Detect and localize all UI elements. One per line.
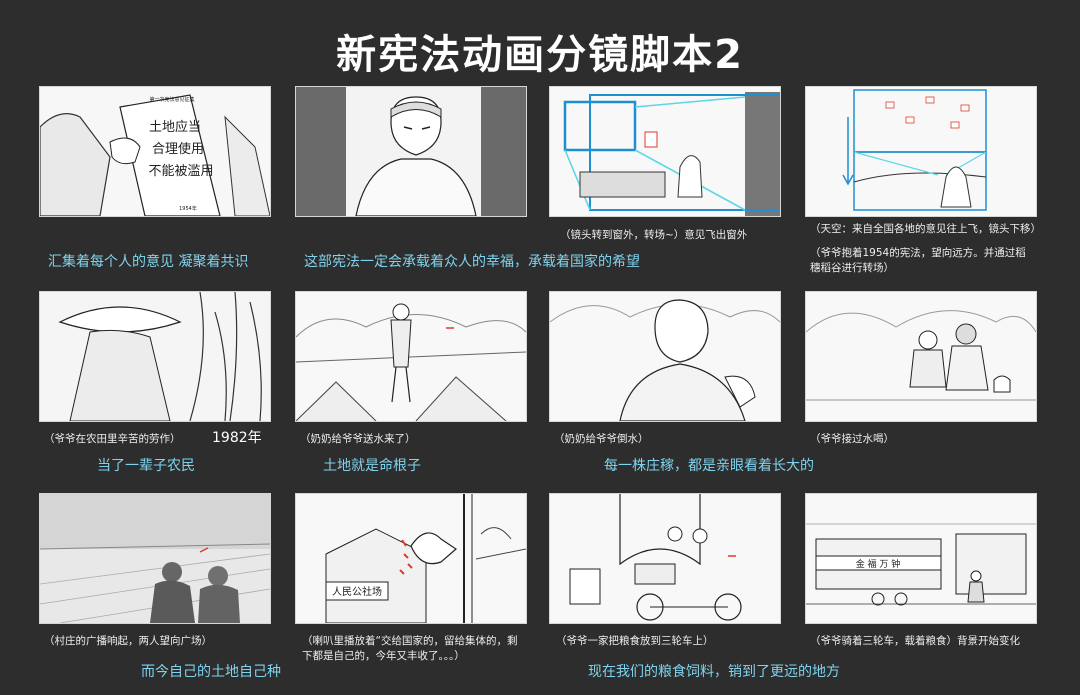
panel-8-note: （爷爷接过水喝） xyxy=(810,433,894,445)
panel-10-note: （喇叭里播放着“交给国家的，留给集体的，剩下都是自己的，今年又丰收了。。。） xyxy=(302,635,518,662)
doc-header: 第一次宪法意见征集 xyxy=(149,96,194,103)
doc-footer: 1954年 xyxy=(179,205,197,212)
caption-6: 而今自己的土地自己种 xyxy=(141,664,281,680)
panel-5-drawing xyxy=(40,292,270,421)
doc-line-1: 土地应当 xyxy=(149,119,201,135)
panel-1-drawing: 第一次宪法意见征集 土地应当 合理使用 不能被滥用 1954年 xyxy=(40,87,270,216)
caption-7: 现在我们的粮食饲料，销到了更远的地方 xyxy=(588,664,840,680)
storyboard-panel-11 xyxy=(549,493,781,624)
panel-12-note: （爷爷骑着三轮车，载着粮食）背景开始变化 xyxy=(810,635,1020,647)
panel-4-note: （天空：来自全国各地的意见往上飞，镜头下移） xyxy=(810,223,1041,235)
storyboard-panel-7 xyxy=(549,291,781,422)
panel-6-drawing xyxy=(296,292,526,421)
storyboard-panel-10: 人民公社场 xyxy=(295,493,527,624)
panel-4-note-2: （爷爷抱着1954的宪法，望向远方。并通过稻穗稻谷进行转场） xyxy=(810,247,1026,274)
caption-4: 土地就是命根子 xyxy=(323,458,421,474)
panel-8-drawing xyxy=(806,292,1036,421)
storyboard-panel-2 xyxy=(295,86,527,217)
caption-3: 当了一辈子农民 xyxy=(97,458,195,474)
panel-9-note: （村庄的广播响起，两人望向广场） xyxy=(44,635,212,647)
caption-2: 这部宪法一定会承载着众人的幸福，承载着国家的希望 xyxy=(304,254,640,270)
shop-sign: 金 福 万 钟 xyxy=(856,558,901,570)
panel-4-drawing xyxy=(806,87,1036,216)
year-label: 1982年 xyxy=(212,430,262,446)
doc-line-3: 不能被滥用 xyxy=(148,164,213,179)
panel-3-drawing xyxy=(550,87,780,216)
doc-line-2: 合理使用 xyxy=(152,141,204,157)
storyboard-panel-3 xyxy=(549,86,781,217)
storyboard-panel-4 xyxy=(805,86,1037,217)
panel-2-drawing xyxy=(296,87,526,216)
panel-11-note: （爷爷一家把粮食放到三轮车上） xyxy=(556,635,714,647)
panel-6-note: （奶奶给爷爷送水来了） xyxy=(300,433,416,445)
storyboard-panel-6 xyxy=(295,291,527,422)
caption-1: 汇集着每个人的意见 凝聚着共识 xyxy=(48,254,249,270)
panel-7-note: （奶奶给爷爷倒水） xyxy=(554,433,649,445)
storyboard-panel-12: 金 福 万 钟 xyxy=(805,493,1037,624)
storyboard-panel-8 xyxy=(805,291,1037,422)
panel-12-drawing: 金 福 万 钟 xyxy=(806,494,1036,623)
panel-9-drawing xyxy=(40,494,270,623)
caption-5: 每一株庄稼，都是亲眼看着长大的 xyxy=(604,458,814,474)
commune-sign: 人民公社场 xyxy=(332,585,382,598)
panel-11-drawing xyxy=(550,494,780,623)
panel-5-note: （爷爷在农田里辛苦的劳作） xyxy=(44,433,181,445)
storyboard-panel-1: 第一次宪法意见征集 土地应当 合理使用 不能被滥用 1954年 xyxy=(39,86,271,217)
storyboard-panel-9 xyxy=(39,493,271,624)
storyboard-panel-5 xyxy=(39,291,271,422)
page-title: 新宪法动画分镜脚本2 xyxy=(336,32,744,78)
panel-10-drawing: 人民公社场 xyxy=(296,494,526,623)
panel-7-drawing xyxy=(550,292,780,421)
panel-3-note: （镜头转到窗外，转场~）意见飞出窗外 xyxy=(560,229,748,241)
